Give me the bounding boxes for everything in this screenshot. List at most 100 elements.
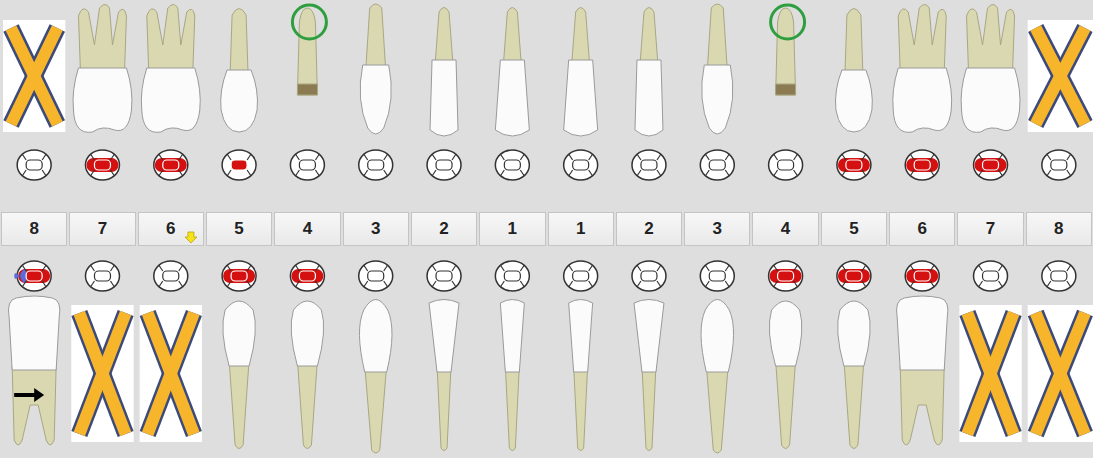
surface-icon [17, 261, 52, 291]
tooth-number-cell: 4 [752, 212, 818, 246]
tooth [701, 300, 734, 454]
drift-arrow-head [34, 388, 44, 402]
surface-icon [564, 261, 598, 291]
surface-icon [17, 150, 51, 180]
surface-row [17, 150, 1076, 180]
tooth-number-cell: 3 [343, 212, 409, 246]
tooth-number: 6 [166, 219, 175, 239]
tooth-crown [360, 65, 391, 134]
missing-tooth-mark [1028, 20, 1093, 132]
tooth [500, 300, 524, 451]
surface-icon [495, 261, 529, 291]
tooth-root [78, 5, 126, 73]
tooth [359, 300, 392, 454]
tooth-crown [634, 300, 664, 373]
surface-icon [427, 261, 461, 291]
tooth-root [365, 365, 387, 453]
tooth-crown [769, 301, 802, 366]
tooth [292, 5, 326, 95]
tooth-number-cell: 5 [821, 212, 887, 246]
tooth [223, 301, 256, 449]
tooth [8, 296, 59, 445]
tooth-root [572, 8, 590, 66]
tooth-root [640, 8, 658, 66]
tooth-number: 7 [986, 219, 995, 239]
tooth-root [707, 4, 727, 70]
tooth [838, 301, 871, 449]
tooth-number: 8 [29, 219, 38, 239]
surface-icon [974, 150, 1008, 180]
tooth [771, 5, 805, 95]
surface-row [17, 261, 1076, 291]
tooth-number: 3 [371, 219, 380, 239]
surface-icon [290, 261, 324, 291]
tooth-number-cell: 7 [957, 212, 1023, 246]
tooth-number: 2 [439, 219, 448, 239]
tooth-number-cell: 1 [479, 212, 545, 246]
tooth-crown [141, 68, 200, 132]
tooth-number-cell: 6 [138, 212, 204, 246]
tooth-crown [8, 296, 59, 370]
tooth-number: 4 [303, 219, 312, 239]
tooth-number: 1 [508, 219, 517, 239]
tooth-root [898, 5, 946, 73]
tooth [430, 8, 458, 137]
surface-icon [154, 150, 188, 180]
surface-icon [290, 150, 324, 180]
tooth [769, 301, 802, 449]
tooth-crown [495, 60, 529, 136]
tooth-crown [569, 300, 593, 373]
tooth-number-cell: 6 [889, 212, 955, 246]
tooth-number: 2 [644, 219, 653, 239]
tooth-root [503, 8, 521, 66]
surface-icon [564, 150, 598, 180]
tooth-crown [897, 296, 948, 370]
surface-icon [1042, 150, 1076, 180]
tooth-number: 8 [1054, 219, 1063, 239]
surface-icon [632, 150, 666, 180]
tooth [702, 4, 733, 134]
tooth [635, 8, 663, 137]
surface-icon [222, 261, 256, 291]
surface-icon [85, 150, 119, 180]
missing-tooth-mark [140, 305, 202, 442]
tooth-root [147, 5, 195, 73]
tooth-root [297, 84, 317, 95]
tooth-number-cell: 4 [274, 212, 340, 246]
tooth-number: 3 [713, 219, 722, 239]
tooth-crown [635, 60, 663, 136]
tooth [73, 5, 132, 133]
tooth-crown [836, 70, 873, 132]
surface-icon [700, 261, 734, 291]
tooth [961, 5, 1020, 133]
tooth [564, 8, 598, 137]
tooth-root [505, 366, 519, 451]
surface-icon [85, 261, 119, 291]
tooth-crown [359, 300, 392, 373]
tooth-crown [701, 300, 734, 373]
tooth-crown [564, 60, 598, 136]
implant-circle [771, 5, 805, 39]
tooth-root [229, 360, 249, 449]
surface-icon [769, 150, 803, 180]
tooth-number-cell: 8 [1026, 212, 1092, 246]
tooth [836, 9, 873, 133]
tooth [221, 9, 258, 133]
tooth-crown [221, 70, 258, 132]
missing-tooth-mark [959, 305, 1021, 442]
tooth-number-cell: 3 [684, 212, 750, 246]
tooth-crown [961, 68, 1020, 132]
surface-icon [837, 150, 871, 180]
tooth-number: 6 [917, 219, 926, 239]
tooth [893, 5, 952, 133]
tooth-root [845, 9, 863, 76]
tooth-crown [73, 68, 132, 132]
tooth-root [900, 366, 944, 445]
tooth-root [967, 5, 1015, 73]
surface-icon [154, 261, 188, 291]
tooth-root [706, 365, 728, 453]
tooth-root [230, 9, 248, 76]
tooth-number-cell: 5 [206, 212, 272, 246]
tooth [897, 296, 948, 445]
